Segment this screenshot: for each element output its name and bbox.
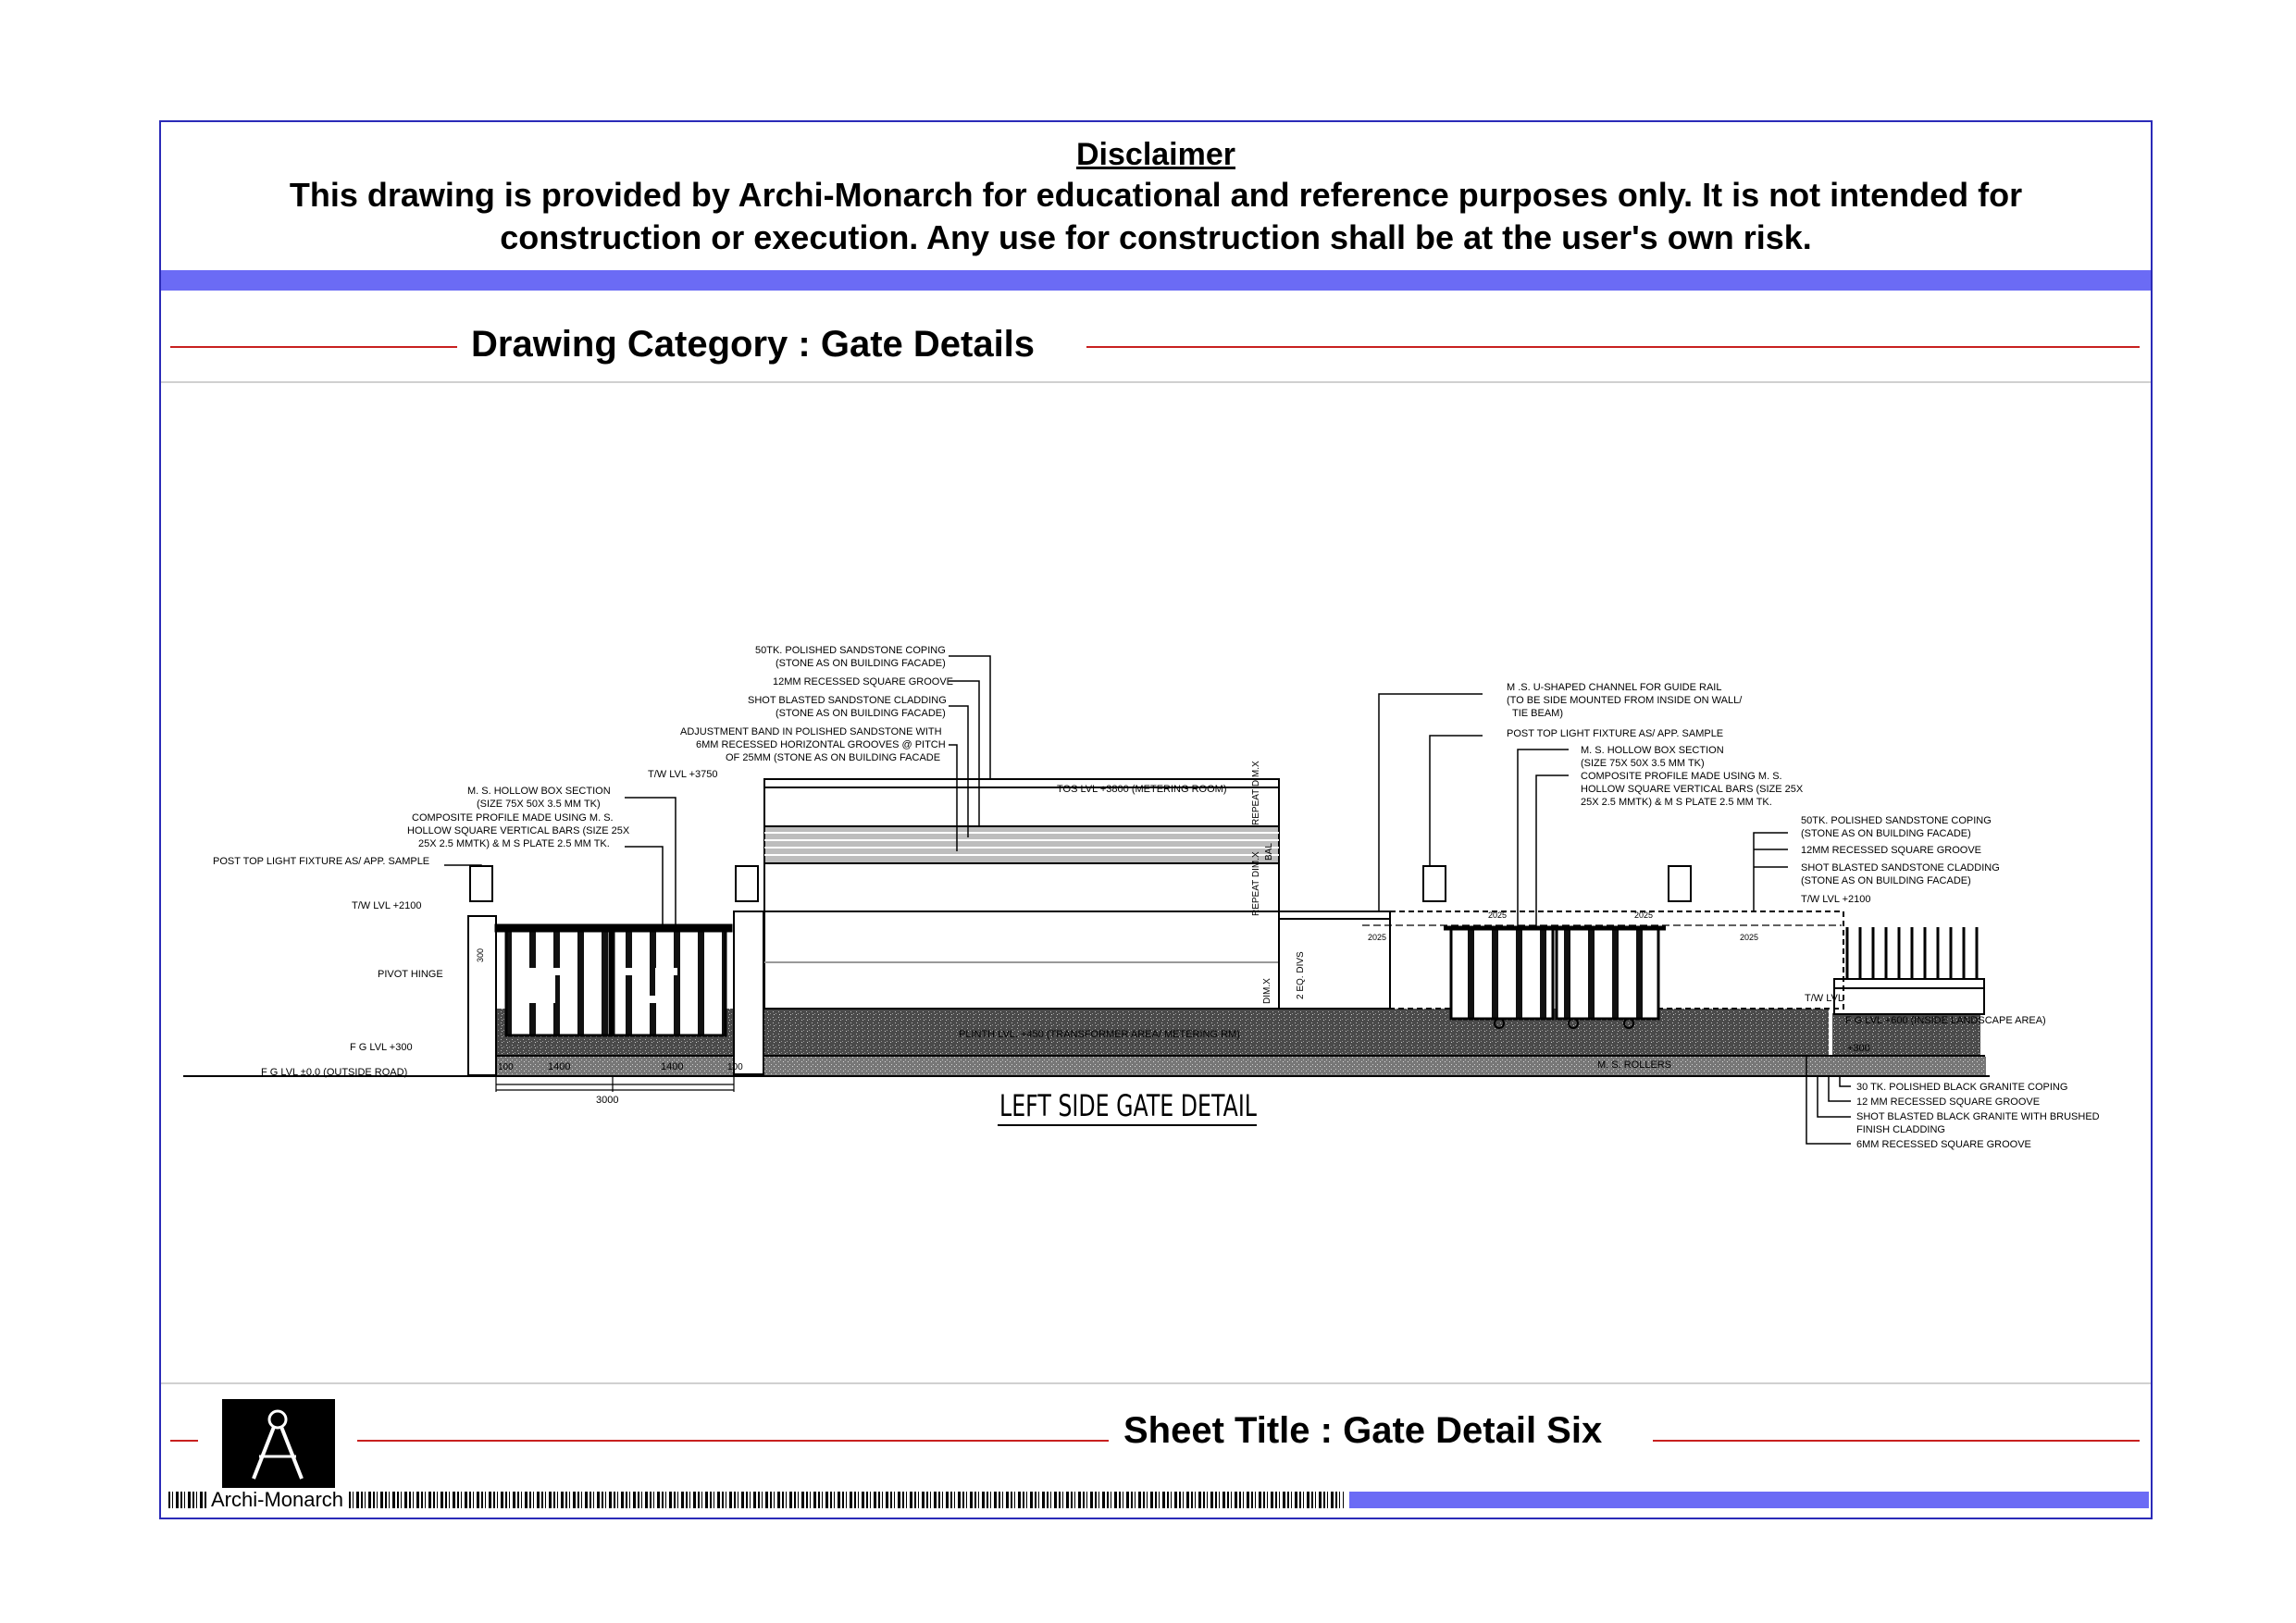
label-channel-3: TIE BEAM) [1512, 708, 1563, 719]
label-band-3: OF 25MM (STONE AS ON BUILDING FACADE [726, 752, 940, 763]
label-fg-0: F G LVL ±0.0 (OUTSIDE ROAD) [261, 1067, 407, 1078]
label-plinth: PLINTH LVL. +450 (TRANSFORMER AREA/ METE… [959, 1029, 1240, 1040]
footer-band [1349, 1492, 2149, 1508]
drawing-category: Drawing Category : Gate Details [471, 324, 1036, 365]
label-groove-6mm: 6MM RECESSED SQUARE GROOVE [1856, 1139, 2031, 1150]
category-divider [161, 381, 2151, 383]
label-dimx: DIM.X [1262, 978, 1272, 1004]
dimension-lines [495, 924, 1842, 1092]
category-rule-right [1086, 346, 2140, 348]
label-eq-divs: 2 EQ. DIVS [1296, 951, 1306, 999]
disclaimer-heading: Disclaimer [1076, 137, 1235, 172]
left-gate-leaves [494, 923, 733, 1037]
dim-1400-a: 1400 [548, 1061, 570, 1072]
label-tos: TOS LVL +3800 (METERING ROOM) [1057, 784, 1226, 795]
dim-2025-c: 2025 [1634, 911, 1653, 920]
left-gate-post [467, 865, 764, 1076]
dim-2025-d: 2025 [1740, 933, 1758, 942]
label-cladding-right-2: (STONE AS ON BUILDING FACADE) [1801, 875, 1971, 886]
label-coping-center-2: (STONE AS ON BUILDING FACADE) [776, 658, 946, 669]
drawing-title: LEFT SIDE GATE DETAIL [999, 1088, 1257, 1123]
footer-divider [161, 1382, 2151, 1384]
compound-wall [1278, 911, 1391, 1010]
label-coping-right-2: (STONE AS ON BUILDING FACADE) [1801, 828, 1971, 839]
label-cladding-right-1: SHOT BLASTED SANDSTONE CLADDING [1801, 862, 2000, 873]
dim-300: 300 [476, 948, 485, 962]
label-pivot-hinge: PIVOT HINGE [378, 969, 443, 980]
label-groove-center: 12MM RECESSED SQUARE GROOVE [773, 676, 953, 688]
label-composite-right-1: COMPOSITE PROFILE MADE USING M. S. [1581, 771, 1782, 782]
label-composite-right-3: 25X 2.5 MMTK) & M S PLATE 2.5 MM TK. [1581, 797, 1772, 808]
sheet-rule-left [170, 1440, 198, 1442]
label-plus-300: +300 [1847, 1043, 1870, 1054]
right-fence [1833, 927, 1985, 1015]
label-tw-2100-left: T/W LVL +2100 [352, 900, 422, 911]
archi-monarch-logo [222, 1399, 335, 1488]
sheet-title: Sheet Title : Gate Detail Six [1123, 1410, 1603, 1451]
label-fg-300: F G LVL +300 [350, 1042, 413, 1053]
label-ms-box-right-2: (SIZE 75X 50X 3.5 MM TK) [1581, 758, 1705, 769]
label-bal: BAL [1264, 843, 1274, 861]
label-band-2: 6MM RECESSED HORIZONTAL GROOVES @ PITCH [696, 739, 946, 750]
sheet-rule-right [1653, 1440, 2140, 1442]
label-band-1: ADJUSTMENT BAND IN POLISHED SANDSTONE WI… [680, 726, 942, 737]
label-channel-1: M .S. U-SHAPED CHANNEL FOR GUIDE RAIL [1507, 682, 1721, 693]
label-tw-lvl-right: T/W LVL [1805, 993, 1843, 1004]
sheet-rule-mid [357, 1440, 1109, 1442]
label-granite-clad-1: SHOT BLASTED BLACK GRANITE WITH BRUSHED [1856, 1111, 2100, 1122]
label-composite-left-1: COMPOSITE PROFILE MADE USING M. S. [412, 812, 614, 824]
dim-100-b: 100 [727, 1062, 743, 1072]
label-cladding-center-1: SHOT BLASTED SANDSTONE CLADDING [748, 695, 947, 706]
barcode-strip [168, 1492, 1344, 1508]
header-band [161, 270, 2151, 291]
label-ms-box-right-1: M. S. HOLLOW BOX SECTION [1581, 745, 1724, 756]
label-coping-center-1: 50TK. POLISHED SANDSTONE COPING [755, 645, 946, 656]
dim-100-a: 100 [498, 1062, 514, 1072]
label-tw-2100-right: T/W LVL +2100 [1801, 894, 1871, 905]
label-composite-right-2: HOLLOW SQUARE VERTICAL BARS (SIZE 25X [1581, 784, 1804, 795]
label-tw-3750: T/W LVL +3750 [648, 769, 718, 780]
label-ms-box-left-1: M. S. HOLLOW BOX SECTION [467, 786, 611, 797]
label-ms-box-left-2: (SIZE 75X 50X 3.5 MM TK) [477, 799, 601, 810]
label-cladding-center-2: (STONE AS ON BUILDING FACADE) [776, 708, 946, 719]
category-rule-left [170, 346, 457, 348]
dim-1400-b: 1400 [661, 1061, 683, 1072]
label-channel-2: (TO BE SIDE MOUNTED FROM INSIDE ON WALL/ [1507, 695, 1743, 706]
metering-room [763, 778, 1280, 1010]
label-composite-left-3: 25X 2.5 MMTK) & M S PLATE 2.5 MM TK. [418, 838, 610, 849]
label-groove-right: 12MM RECESSED SQUARE GROOVE [1801, 845, 1981, 856]
sheet-frame: Disclaimer This drawing is provided by A… [159, 120, 2153, 1519]
label-repeat-dim-1: REPEAT DIM.X [1251, 761, 1261, 825]
label-post-light-right: POST TOP LIGHT FIXTURE AS/ APP. SAMPLE [1507, 728, 1723, 739]
dim-3000: 3000 [596, 1095, 618, 1106]
brand-name: Archi-Monarch [207, 1488, 348, 1512]
sliding-gate [1389, 865, 1844, 1029]
label-post-light-left: POST TOP LIGHT FIXTURE AS/ APP. SAMPLE [213, 856, 429, 867]
label-composite-left-2: HOLLOW SQUARE VERTICAL BARS (SIZE 25X [407, 825, 630, 836]
label-repeat-dim-2: REPEAT DIM.X [1251, 851, 1261, 916]
label-granite-groove: 12 MM RECESSED SQUARE GROOVE [1856, 1096, 2040, 1108]
disclaimer-text: This drawing is provided by Archi-Monarc… [289, 176, 2023, 256]
label-granite-clad-2: FINISH CLADDING [1856, 1124, 1945, 1135]
leader-lines [444, 655, 1851, 1145]
label-granite-coping: 30 TK. POLISHED BLACK GRANITE COPING [1856, 1082, 2067, 1093]
dim-2025-b: 2025 [1488, 911, 1507, 920]
label-fg-600: F G LVL +600 (INSIDE LANDSCAPE AREA) [1845, 1015, 2046, 1026]
compass-icon [252, 1409, 304, 1480]
dim-2025-a: 2025 [1368, 933, 1386, 942]
label-coping-right-1: 50TK. POLISHED SANDSTONE COPING [1801, 815, 1992, 826]
label-rollers: M. S. ROLLERS [1597, 1059, 1671, 1071]
